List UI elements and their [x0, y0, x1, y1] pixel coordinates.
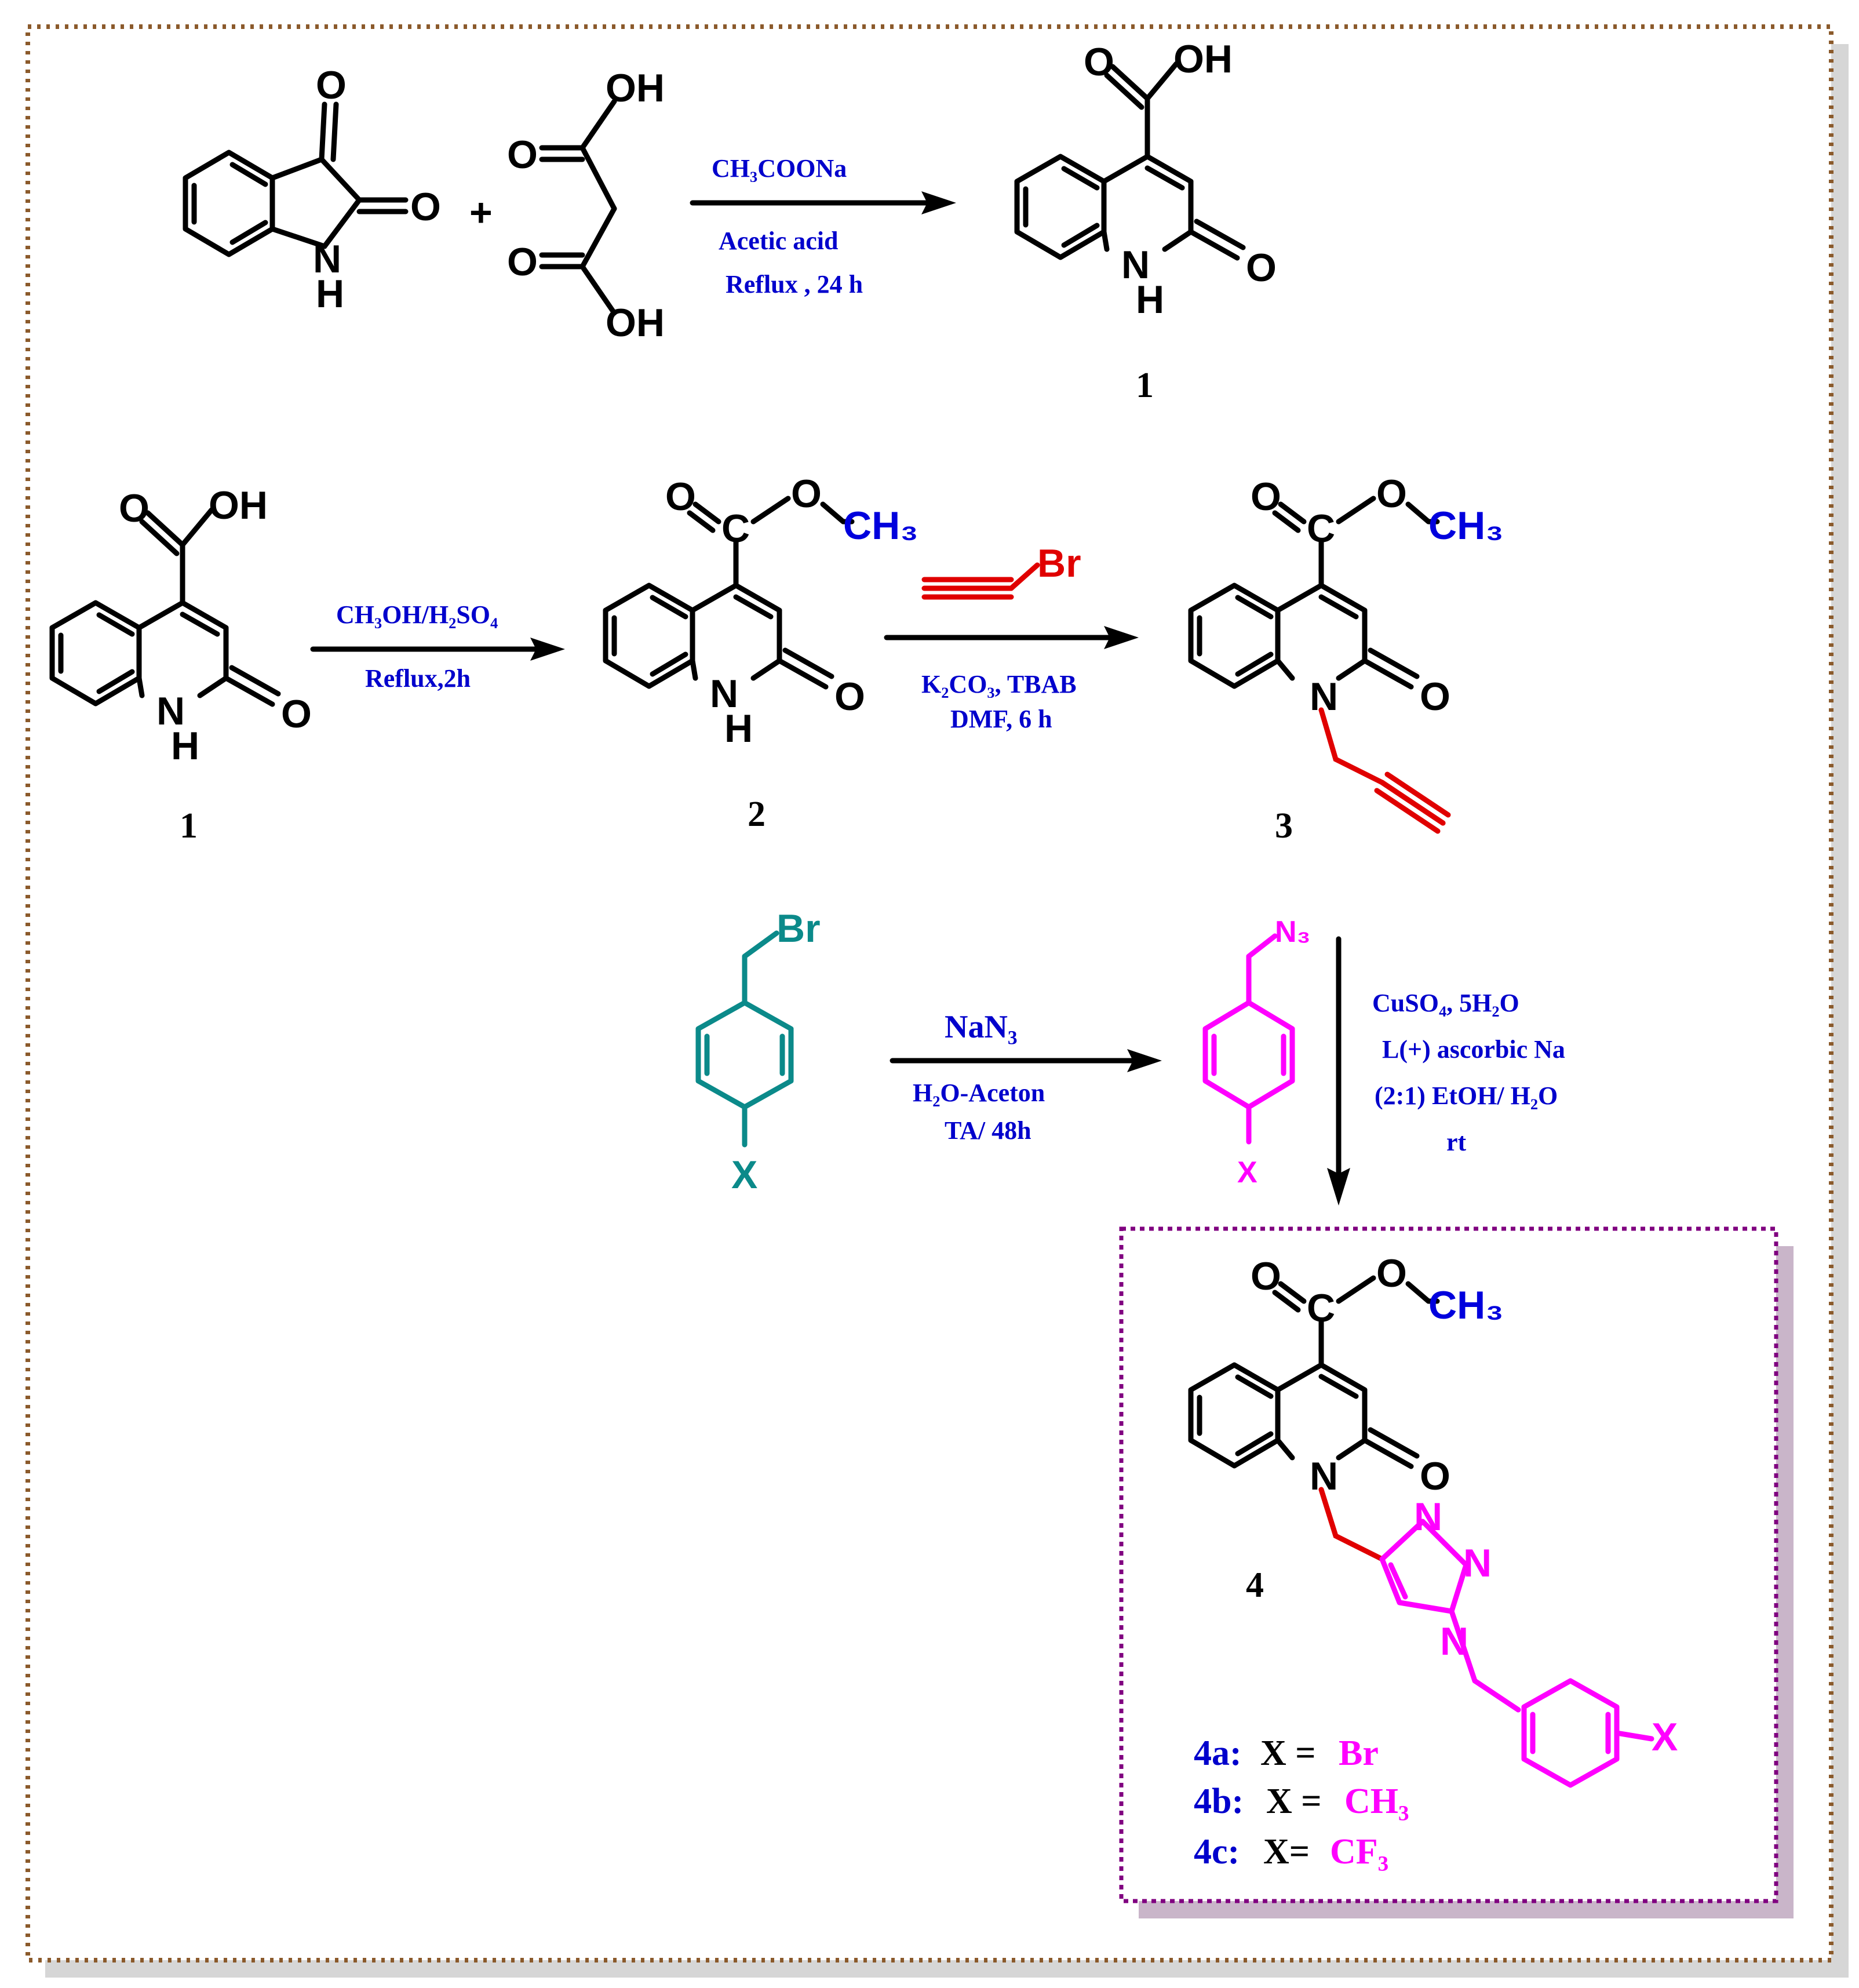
c3-c: C — [1307, 507, 1335, 551]
variant-4a-sub: Br — [1339, 1734, 1379, 1773]
benzyl-x: X — [731, 1153, 757, 1197]
triazole-n3: N — [1440, 1619, 1468, 1663]
propargyl-bromide: Br — [921, 541, 1081, 600]
rxn4-conditions: TA/ 48h — [945, 1116, 1031, 1145]
rxn5-line4: rt — [1446, 1128, 1467, 1156]
c1-o-lactam: O — [281, 692, 312, 736]
isatin-h: H — [316, 272, 344, 316]
rxn1-reagent: CH₃COONa — [712, 154, 847, 183]
c3-ch3: CH₃ — [1428, 504, 1504, 548]
isatin-o1: O — [316, 63, 347, 107]
malonic-oh2: OH — [606, 301, 665, 345]
reaction-arrow-3-head — [1104, 626, 1139, 649]
p1-h: H — [1136, 278, 1164, 322]
rxn3-reagent-1: K₂CO₃, TBAB — [921, 670, 1077, 698]
c3-o-lactam: O — [1420, 675, 1450, 719]
c1-o-carbonyl: O — [119, 486, 150, 530]
benzyl-bromide-structure: Br X — [695, 906, 821, 1197]
rxn4-reagent: NaN₃ — [945, 1009, 1018, 1045]
rxn2-conditions: Reflux,2h — [365, 664, 471, 693]
malonic-acid-structure: OH O O OH — [507, 66, 665, 345]
c4-o-carbonyl: O — [1251, 1254, 1281, 1298]
azide-n3: N₃ — [1275, 915, 1311, 949]
isatin-n: N — [313, 237, 341, 281]
c1-oh: OH — [209, 483, 268, 527]
variant-4c-id: 4c: — [1194, 1832, 1240, 1872]
variant-4a-x: X = — [1260, 1734, 1316, 1773]
variant-4b-x: X = — [1266, 1782, 1322, 1821]
c4-n: N — [1310, 1454, 1338, 1498]
c2-c: C — [721, 507, 750, 551]
rxn4-solvent: H₂O-Aceton — [913, 1079, 1045, 1107]
azide-x: X — [1237, 1156, 1257, 1189]
compound-1-structure: O OH O N H — [49, 483, 312, 768]
benzyl-br: Br — [777, 906, 821, 951]
malonic-oh1: OH — [606, 66, 665, 110]
reaction-arrow-5-head — [1327, 1168, 1350, 1206]
p1-o-carbonyl: O — [1084, 40, 1114, 84]
variant-4b-id: 4b: — [1194, 1782, 1244, 1821]
isatin-o2: O — [410, 185, 441, 229]
c4-x: X — [1652, 1715, 1678, 1759]
c2-h: H — [724, 707, 753, 751]
c1-h: H — [171, 724, 199, 768]
rxn2-reagent: CH₃OH/H₂SO₄ — [336, 600, 498, 629]
p1-o-lactam: O — [1246, 246, 1277, 290]
variant-4c-sub: CF₃ — [1330, 1832, 1388, 1872]
rxn1-conditions: Reflux , 24 h — [726, 270, 863, 298]
variant-4b-sub: CH₃ — [1344, 1782, 1409, 1821]
c2-o-carbonyl: O — [665, 475, 696, 519]
c1-n: N — [156, 689, 185, 733]
c2-o-ester: O — [791, 472, 822, 516]
isatin-structure: O O N H — [183, 63, 441, 316]
compound-2-structure: O C O CH₃ O N H — [603, 472, 918, 751]
c2-o-lactam: O — [834, 675, 865, 719]
compound-label-1: 1 — [180, 806, 198, 846]
variant-4a-id: 4a: — [1194, 1734, 1242, 1773]
compound-3-structure: O C O CH₃ O N — [1188, 472, 1504, 834]
c4-o-lactam: O — [1420, 1454, 1450, 1498]
malonic-o1: O — [507, 133, 538, 177]
reaction-arrow-2-head — [530, 638, 565, 661]
triazole-n2: N — [1463, 1541, 1492, 1585]
compound-label-2: 2 — [748, 795, 766, 834]
malonic-o2: O — [507, 240, 538, 284]
variant-4c-x: X= — [1263, 1832, 1310, 1872]
rxn5-line1: CuSO₄, 5H₂O — [1372, 989, 1519, 1017]
c4-o-ester: O — [1376, 1251, 1407, 1295]
compound-label-3: 3 — [1275, 806, 1293, 846]
c3-o-ester: O — [1376, 472, 1407, 516]
compound-label-1-top: 1 — [1136, 366, 1154, 405]
rxn5-line2: L(+) ascorbic Na — [1382, 1035, 1565, 1064]
p1-n: N — [1121, 243, 1150, 287]
rxn1-solvent: Acetic acid — [719, 227, 838, 255]
benzyl-azide-structure: N₃ X — [1202, 915, 1311, 1189]
variant-list: 4a: X = Br 4b: X = CH₃ 4c: X= CF₃ — [1194, 1734, 1409, 1872]
product-box — [1119, 1226, 1778, 1903]
c3-o-carbonyl: O — [1251, 475, 1281, 519]
triazole-n1: N — [1414, 1495, 1442, 1539]
rxn3-reagent-2: DMF, 6 h — [950, 705, 1052, 733]
c4-ch3: CH₃ — [1428, 1283, 1504, 1327]
p1-oh: OH — [1173, 37, 1233, 81]
propargyl-br: Br — [1037, 541, 1081, 585]
product-1-structure: O OH O N H — [1014, 37, 1277, 322]
c4-c: C — [1307, 1286, 1335, 1330]
c2-ch3: CH₃ — [843, 504, 918, 548]
rxn5-line3: (2:1) EtOH/ H₂O — [1375, 1082, 1558, 1110]
reaction-arrow-1-head — [921, 191, 956, 214]
plus-sign: + — [469, 191, 493, 235]
compound-4-structure: O C O CH₃ O N N N N X — [1188, 1251, 1678, 1788]
c3-n: N — [1310, 675, 1338, 719]
reaction-arrow-4-head — [1127, 1049, 1162, 1072]
c2-n: N — [710, 672, 738, 716]
compound-label-4: 4 — [1246, 1565, 1264, 1605]
